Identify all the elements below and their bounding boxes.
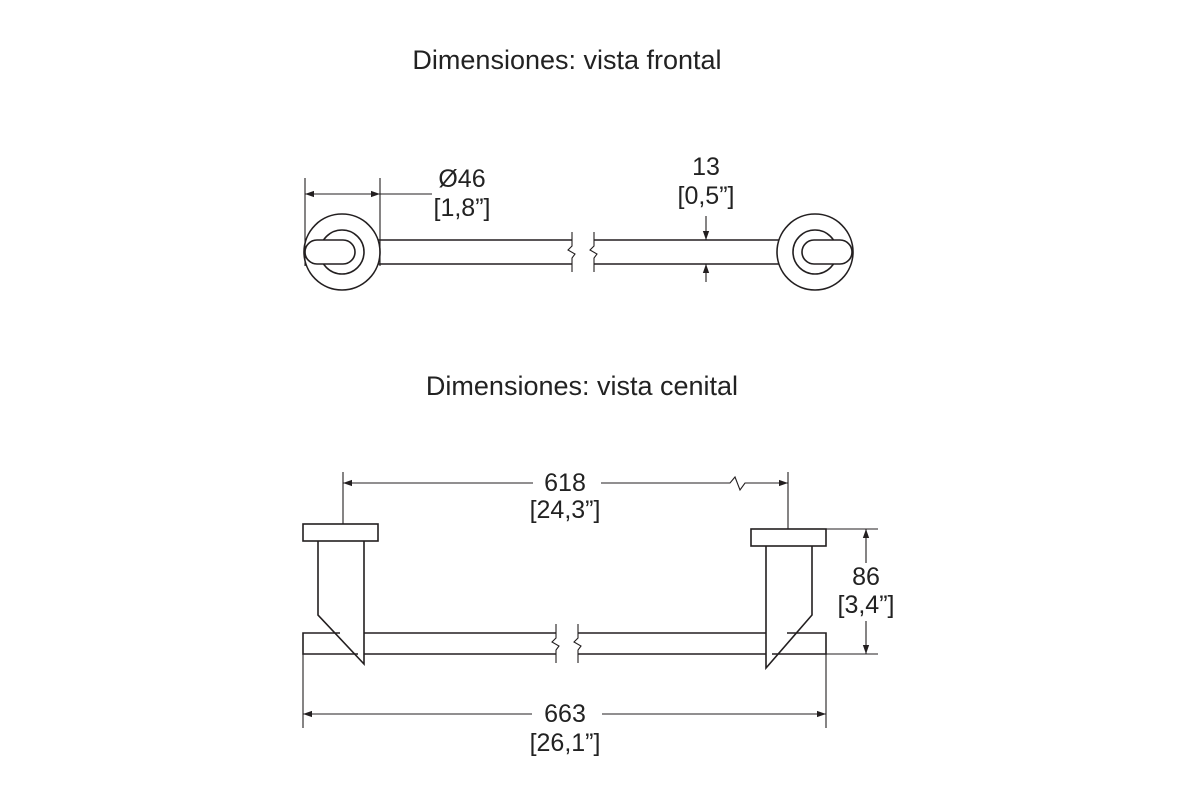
thickness-dimension: 13 [0,5”]	[678, 153, 735, 282]
inner-length-mm-label: 618	[544, 469, 586, 497]
inner-length-dimension: 618 [24,3”]	[342, 466, 789, 529]
total-length-in-label: [26,1”]	[530, 729, 601, 757]
right-rosette	[776, 213, 854, 291]
right-bracket	[750, 528, 827, 671]
diameter-dimension: Ø46 [1,8”]	[304, 165, 491, 266]
top-view: Dimensiones: vista cenital	[302, 371, 896, 757]
projection-dimension: 86 [3,4”]	[826, 528, 896, 655]
front-view-title: Dimensiones: vista frontal	[412, 45, 721, 75]
thickness-mm-label: 13	[692, 153, 720, 181]
total-length-mm-label: 663	[544, 700, 586, 728]
projection-mm-label: 86	[852, 563, 880, 591]
front-view: Dimensiones: vista frontal	[303, 45, 854, 291]
left-rosette	[303, 213, 381, 291]
left-bracket	[302, 523, 379, 667]
inner-length-in-label: [24,3”]	[530, 496, 601, 524]
diameter-in-label: [1,8”]	[434, 194, 491, 222]
top-bar	[302, 624, 827, 663]
top-view-title: Dimensiones: vista cenital	[426, 371, 738, 401]
thickness-in-label: [0,5”]	[678, 182, 735, 210]
diameter-mm-label: Ø46	[438, 165, 485, 193]
projection-in-label: [3,4”]	[838, 591, 895, 619]
total-length-dimension: 663 [26,1”]	[302, 654, 827, 757]
front-bar	[378, 232, 779, 272]
